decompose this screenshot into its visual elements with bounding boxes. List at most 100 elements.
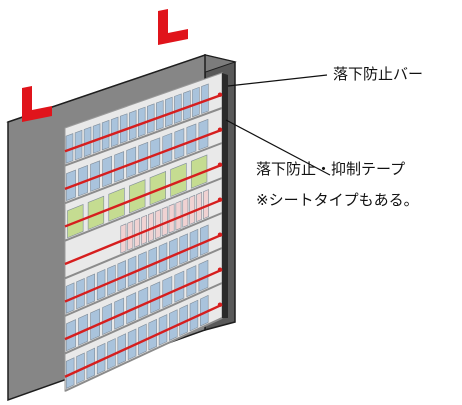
book <box>170 162 187 197</box>
book <box>200 294 209 327</box>
book <box>161 206 168 237</box>
book <box>86 273 96 305</box>
book <box>141 214 147 245</box>
book <box>150 137 161 169</box>
leader-line-tape <box>225 119 331 176</box>
book <box>126 292 137 325</box>
book <box>198 118 209 151</box>
cabinet-right-post <box>222 73 228 318</box>
book <box>110 116 119 148</box>
sheet-type-note-label: ※シートタイプもある。 <box>256 191 419 209</box>
book <box>78 164 88 197</box>
prevention-bar <box>64 233 223 303</box>
book <box>87 195 105 230</box>
book <box>101 119 110 151</box>
shelf-board <box>64 282 223 355</box>
book <box>196 191 203 223</box>
book <box>102 302 113 336</box>
book <box>148 211 154 243</box>
book <box>179 233 188 265</box>
book <box>107 264 116 296</box>
book <box>168 203 175 234</box>
book <box>76 352 85 385</box>
book <box>119 113 128 144</box>
prevention-bar-end <box>217 197 223 202</box>
book <box>138 141 149 174</box>
book <box>156 100 164 131</box>
book <box>158 314 168 346</box>
book <box>169 309 178 341</box>
book <box>189 299 199 332</box>
top-bracket-right <box>158 9 188 45</box>
leader-line-bar <box>227 74 328 87</box>
book <box>189 228 199 261</box>
book <box>128 110 137 141</box>
book <box>186 123 197 155</box>
shelf-board <box>64 177 223 242</box>
prevention-bar-end <box>217 92 223 97</box>
shelf-board <box>64 212 223 280</box>
book <box>186 265 197 298</box>
book <box>198 259 209 292</box>
top-bracket-left <box>22 86 52 122</box>
books-group <box>65 83 209 389</box>
book <box>134 217 141 248</box>
book <box>127 220 134 251</box>
prevention-bar-end <box>217 127 223 132</box>
prevention-bar-end <box>217 302 223 307</box>
shelf-board <box>64 107 223 167</box>
book <box>165 96 173 128</box>
book <box>148 246 157 279</box>
leader-lines <box>225 74 331 176</box>
book <box>158 242 168 274</box>
book <box>150 281 161 314</box>
book <box>86 347 96 380</box>
book <box>174 93 182 124</box>
book <box>175 200 182 231</box>
book <box>190 154 208 189</box>
book <box>174 128 185 160</box>
book <box>201 83 209 114</box>
top-brackets <box>22 9 188 122</box>
book <box>182 197 189 228</box>
book <box>90 160 100 192</box>
book <box>117 333 126 365</box>
book <box>102 155 113 188</box>
book <box>92 123 101 154</box>
book <box>76 277 85 310</box>
book <box>96 342 106 375</box>
prevention-bar <box>64 128 223 190</box>
prevention-bar <box>64 268 223 341</box>
book <box>120 223 127 254</box>
prevention-bar <box>64 163 223 228</box>
book <box>192 86 200 118</box>
book <box>179 304 188 337</box>
book <box>138 106 146 138</box>
book <box>78 313 88 346</box>
book <box>129 179 146 214</box>
book <box>65 133 74 164</box>
book <box>162 132 173 165</box>
book <box>189 194 196 225</box>
book <box>90 308 100 341</box>
book <box>149 170 166 206</box>
book <box>138 251 147 283</box>
prevention-bar-end <box>217 162 223 167</box>
book <box>114 151 125 183</box>
prevention-bar-end <box>217 267 223 272</box>
prevention-bar <box>64 198 223 266</box>
book <box>138 286 149 319</box>
book <box>127 328 137 361</box>
fall-prevention-tape-label: 落下防止・抑制テープ <box>256 160 406 178</box>
book <box>138 323 147 356</box>
book <box>74 129 83 161</box>
book <box>107 338 116 370</box>
shelf-board <box>64 317 223 392</box>
prevention-bar-end <box>217 232 223 237</box>
book <box>162 275 173 309</box>
shelf-board <box>64 247 223 317</box>
book <box>117 260 126 292</box>
book <box>169 237 178 270</box>
book <box>148 318 157 351</box>
